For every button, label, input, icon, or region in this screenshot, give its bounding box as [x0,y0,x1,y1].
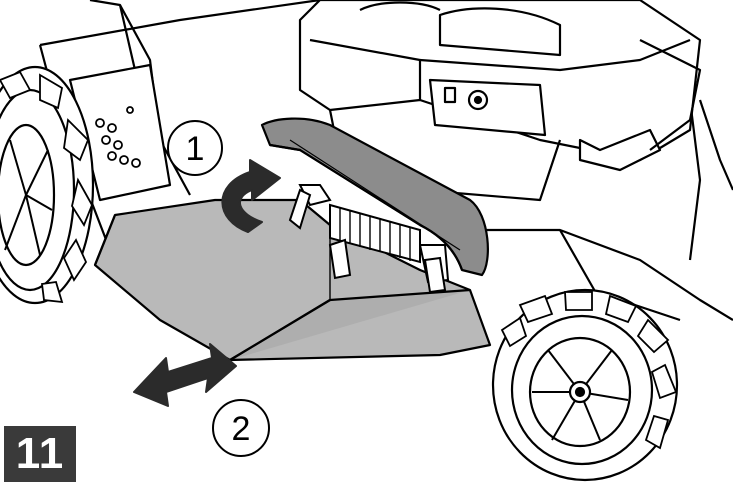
curved-arrow-lift-icon [221,159,281,233]
discharge-cover-flap [260,117,489,277]
front-wheel [491,288,679,482]
callout-2-label: 2 [232,410,251,448]
double-arrow-slide-icon [133,343,237,407]
callout-2: 2 [212,399,270,457]
callout-1: 1 [167,120,223,176]
rear-wheel [0,65,95,305]
discharge-deflector [93,198,492,362]
callout-1-label: 1 [186,130,205,168]
step-number-badge: 11 [4,426,76,482]
hinge-spring [288,184,450,294]
panel-holes [95,106,141,168]
